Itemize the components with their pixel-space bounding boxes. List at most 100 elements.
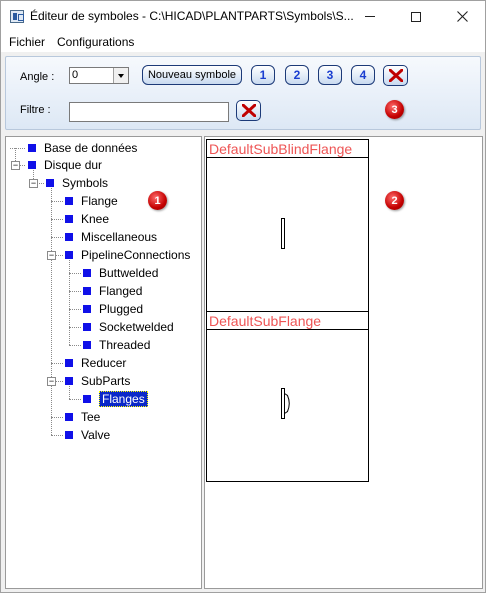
menu-configurations[interactable]: Configurations [57,35,135,49]
folder-node-icon [65,431,73,439]
folder-node-icon [65,359,73,367]
tree-item-label: Plugged [99,302,144,316]
tree-connector [69,345,81,346]
tree-item-label: Miscellaneous [81,230,158,244]
tree-item-symbols[interactable]: Symbols [46,175,108,191]
filter-input[interactable] [69,102,229,122]
collapse-pipelineconnections-icon[interactable]: − [47,250,56,260]
tree-item-label: Socketwelded [99,320,174,334]
marker-2: 2 [385,191,404,210]
folder-node-icon [28,144,36,152]
tree-connector [10,148,25,149]
title-bar: Éditeur de symboles - C:\HICAD\PLANTPART… [1,1,485,32]
chevron-down-icon[interactable] [113,68,128,83]
marker-3: 3 [385,100,404,119]
tree-item-buttwelded[interactable]: Buttwelded [83,265,158,281]
maximize-button[interactable] [393,1,439,32]
collapse-subparts-icon[interactable]: − [47,376,56,386]
folder-node-icon [65,215,73,223]
folder-node-icon [83,269,91,277]
flange-symbol-icon [281,388,290,419]
tree-connector [51,219,63,220]
tree-connector [69,309,81,310]
view-4-button[interactable]: 4 [351,65,375,85]
tree-connector [69,260,70,345]
delete-symbol-button[interactable] [383,65,408,86]
tree-item-reducer[interactable]: Reducer [65,355,126,371]
tree-item-knee[interactable]: Knee [65,211,109,227]
collapse-disque-dur-icon[interactable]: − [11,160,20,170]
clear-x-icon [242,104,256,117]
tree-item-tee[interactable]: Tee [65,409,100,425]
tree-item-label: Valve [81,428,111,442]
collapse-symbols-icon[interactable]: − [29,178,38,188]
tree-item-plugged[interactable]: Plugged [83,301,143,317]
symbol-tree[interactable]: − − − − Base de données Disque dur Symbo… [5,136,202,589]
folder-node-icon [83,341,91,349]
tree-item-base-de-donnees[interactable]: Base de données [28,140,137,156]
folder-node-icon [83,395,91,403]
tree-item-label: Symbols [62,176,109,190]
tree-item-socketwelded[interactable]: Socketwelded [83,319,174,335]
app-icon [10,10,24,23]
symbol-graphic [207,158,368,310]
menu-bar: Fichier Configurations [1,32,485,52]
window-title: Éditeur de symboles - C:\HICAD\PLANTPART… [30,9,354,23]
minimize-button[interactable] [347,1,393,32]
new-symbol-button[interactable]: Nouveau symbole [142,65,242,85]
folder-node-icon [83,287,91,295]
tree-item-label: Flanges [99,391,148,407]
tree-item-label: Flange [81,194,118,208]
symbol-graphic [207,330,368,480]
folder-node-icon [65,377,73,385]
tree-item-miscellaneous[interactable]: Miscellaneous [65,229,157,245]
symbol-card[interactable]: DefaultSubFlange [206,311,369,482]
angle-value: 0 [72,69,79,81]
tree-item-disque-dur[interactable]: Disque dur [28,157,102,173]
tree-item-flange[interactable]: Flange [65,193,118,209]
delete-x-icon [389,69,403,82]
close-button[interactable] [439,1,485,32]
tree-item-label: Flanged [99,284,143,298]
menu-fichier[interactable]: Fichier [9,35,46,49]
tree-item-flanged[interactable]: Flanged [83,283,142,299]
tree-connector [51,435,63,436]
tree-connector [51,381,63,382]
tree-connector [69,327,81,328]
view-1-button[interactable]: 1 [251,65,275,85]
tree-connector [33,170,34,183]
folder-node-icon [65,197,73,205]
clear-filter-button[interactable] [236,100,261,121]
view-3-button[interactable]: 3 [318,65,342,85]
tree-connector [69,273,81,274]
tree-item-label: SubParts [81,374,131,388]
folder-node-icon [28,161,36,169]
view-2-button[interactable]: 2 [285,65,309,85]
tree-connector [15,148,16,165]
tree-connector [51,363,63,364]
symbol-card[interactable]: DefaultSubBlindFlange [206,139,369,312]
tree-item-pipelineconnections[interactable]: PipelineConnections [65,247,190,263]
minimize-icon [365,16,375,17]
tree-item-threaded[interactable]: Threaded [83,337,150,353]
folder-node-icon [83,305,91,313]
tree-connector [51,201,63,202]
tree-item-subparts[interactable]: SubParts [65,373,130,389]
tree-item-label: Base de données [44,141,138,155]
symbol-name: DefaultSubFlange [207,312,368,330]
tree-item-flanges[interactable]: Flanges [83,391,148,407]
tree-connector [51,237,63,238]
tree-connector [51,188,52,435]
tree-connector [51,417,63,418]
tree-item-label: PipelineConnections [81,248,191,262]
marker-1: 1 [148,191,167,210]
close-icon [456,11,468,22]
tree-item-valve[interactable]: Valve [65,427,110,443]
symbol-name: DefaultSubBlindFlange [207,140,368,158]
toolbar-panel: Angle : 0 Nouveau symbole 1 2 3 4 Filtre… [5,56,481,130]
folder-node-icon [65,233,73,241]
blind-flange-symbol-icon [281,218,285,249]
angle-dropdown[interactable]: 0 [69,67,129,84]
tree-connector [33,183,44,184]
